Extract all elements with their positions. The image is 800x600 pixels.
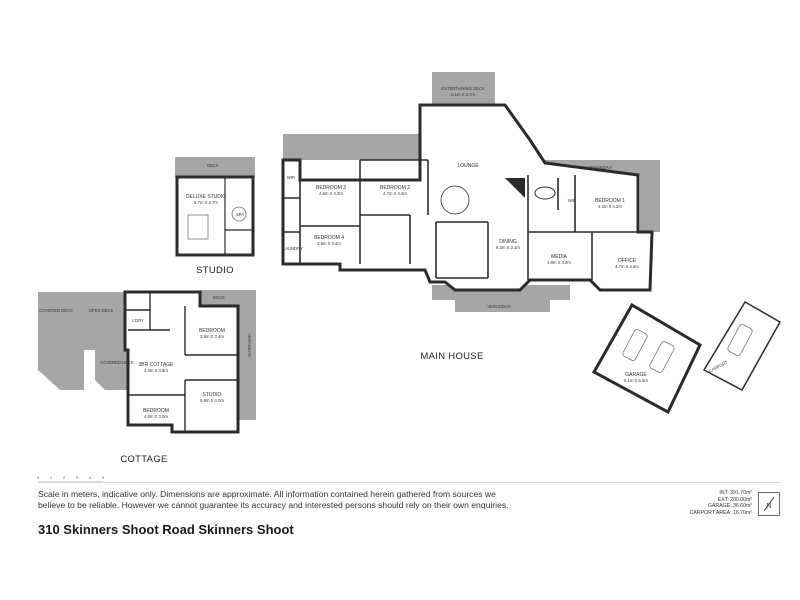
disclaimer-line-1: Scale in meters, indicative only. Dimens…: [38, 489, 496, 499]
cottage-deck-area: [200, 290, 238, 306]
cottage-open-deck: [84, 292, 125, 350]
room-dim-entertaining-deck: 6.1m X 3.7m: [451, 92, 475, 97]
area-garage: GARAGE: 36.60m²: [707, 503, 752, 510]
cottage-covered-deck-south: [95, 350, 128, 390]
room-label-lounge: LOUNGE: [457, 163, 479, 169]
room-label-cottage-bedroom-2: BEDROOM: [143, 408, 169, 414]
area-summary: INT: 391.70m² EXT: 200.00m² GARAGE: 36.6…: [640, 490, 752, 516]
room-label-covered-deck-south: COVERED DECK: [100, 360, 134, 365]
main-house-outline: [281, 103, 654, 292]
main-house-outdoor: [283, 72, 660, 312]
lounge-curve: [440, 185, 470, 215]
north-label: N: [766, 503, 771, 510]
footer-divider: [38, 482, 780, 483]
room-label-media: MEDIA: [551, 254, 568, 260]
room-label-bedroom2: BEDROOM 2: [380, 185, 410, 191]
cottage-outline: [123, 290, 240, 434]
area-carport: CARPORT AREA: 16.70m²: [689, 509, 752, 516]
scale-tick-3: 3: [76, 475, 79, 480]
area-int: INT: 391.70m²: [719, 490, 752, 496]
room-dim-bedroom1: 4.3m X 4.2m: [598, 204, 622, 209]
room-dim-3br-cottage: 4.0m X 3.8m: [144, 368, 168, 373]
room-label-verandah-south: VERANDAH: [487, 304, 510, 309]
room-label-entertaining-deck: ENTERTAINING DECK: [441, 86, 485, 91]
scale-tick-1: 1: [50, 475, 53, 480]
spa-tub: [231, 206, 247, 222]
room-label-garage: GARAGE: [625, 372, 647, 378]
room-dim-dining: 8.3m X 3.1m: [496, 245, 520, 250]
studio: [175, 157, 255, 257]
studio-deck-area: [175, 157, 255, 177]
room-label-ldry: L'DRY: [132, 318, 144, 323]
room-dim-deluxe-studio: 5.7m X 3.7m: [194, 200, 218, 205]
room-label-bedroom1: BEDROOM 1: [595, 198, 625, 204]
room-label-3br-cottage: 3BR COTTAGE: [139, 362, 175, 368]
scale-tick-4: 4: [89, 475, 92, 480]
room-label-dining: DINING: [499, 239, 517, 245]
fireplace: [505, 178, 525, 198]
room-label-laundry: LAUNDRY: [283, 246, 303, 251]
room-dim-bedroom3: 4.6m X 4.3m: [319, 191, 343, 196]
room-dim-media: 4.8m X 4.4m: [547, 260, 571, 265]
section-label-studio: STUDIO: [196, 265, 234, 276]
entertaining-deck-area: [432, 72, 495, 108]
scale-tick-0: 0: [37, 475, 40, 480]
verandah-south-area: [432, 285, 570, 312]
disclaimer: Scale in meters, indicative only. Dimens…: [38, 489, 558, 511]
garage-group: [591, 300, 782, 415]
studio-outline: [175, 175, 255, 257]
room-dim-office: 4.7m X 4.6m: [615, 264, 639, 269]
room-label-cottage-deck: DECK: [213, 295, 225, 300]
cottage: [38, 290, 256, 434]
room-label-bedroom3: BEDROOM 3: [316, 185, 346, 191]
room-dim-cottage-studio: 5.9m X 4.0m: [200, 398, 224, 403]
main-house-internal-walls: [283, 159, 638, 280]
room-label-deluxe-studio: DELUXE STUDIO: [186, 194, 226, 200]
room-label-office: OFFICE: [618, 258, 637, 264]
cottage-east-verandah: [238, 290, 256, 420]
room-label-covered-deck-west: COVERED DECK: [39, 308, 73, 313]
room-label-studio-deck: DECK: [207, 163, 219, 168]
room-label-cottage-bedroom: BEDROOM: [199, 328, 225, 334]
room-label-cottage-studio: STUDIO: [203, 392, 222, 398]
section-label-main-house: MAIN HOUSE: [420, 351, 483, 362]
cottage-internal-walls: [125, 292, 238, 432]
studio-bed: [187, 214, 209, 240]
property-address: 310 Skinners Shoot Road Skinners Shoot: [38, 522, 294, 537]
room-label-wir-bed1: WIR: [568, 198, 576, 203]
cottage-covered-deck-west: [38, 292, 115, 390]
scale-tick-5: 5: [102, 475, 105, 480]
scale-bar: 0 1 2 3 4 5: [37, 475, 105, 483]
carport-car: [727, 324, 753, 356]
room-dim-cottage-bedroom: 3.8m X 3.4m: [200, 334, 224, 339]
section-label-cottage: COTTAGE: [120, 454, 167, 465]
room-label-spa: SPA: [236, 212, 244, 217]
room-dim-cottage-bedroom-2: 4.0m X 3.0m: [144, 414, 168, 419]
room-label-verandah-east: VERANDAH: [588, 165, 611, 170]
garage: [591, 302, 702, 415]
room-label-cottage-verandah: VERANDAH: [247, 333, 252, 356]
disclaimer-line-2: believe to be reliable. However we canno…: [38, 500, 509, 510]
room-label-wir-main: WIR: [287, 175, 295, 180]
garage-cars: [622, 329, 675, 373]
room-label-open-deck: OPEN DECK: [89, 308, 114, 313]
room-dim-bedroom2: 4.7m X 4.4m: [383, 191, 407, 196]
carport: [702, 300, 782, 392]
north-deck-area: [283, 134, 425, 160]
bath-tub: [534, 186, 556, 200]
area-ext: EXT: 200.00m²: [717, 496, 752, 503]
scale-tick-2: 2: [63, 475, 66, 480]
main-house: [281, 103, 654, 292]
north-arrow-icon: N: [758, 492, 780, 516]
room-label-bedroom4: BEDROOM 4: [314, 235, 344, 241]
room-dim-garage: 6.1m X 6.0m: [624, 378, 648, 383]
room-dim-bedroom4: 3.6m X 3.4m: [317, 241, 341, 246]
